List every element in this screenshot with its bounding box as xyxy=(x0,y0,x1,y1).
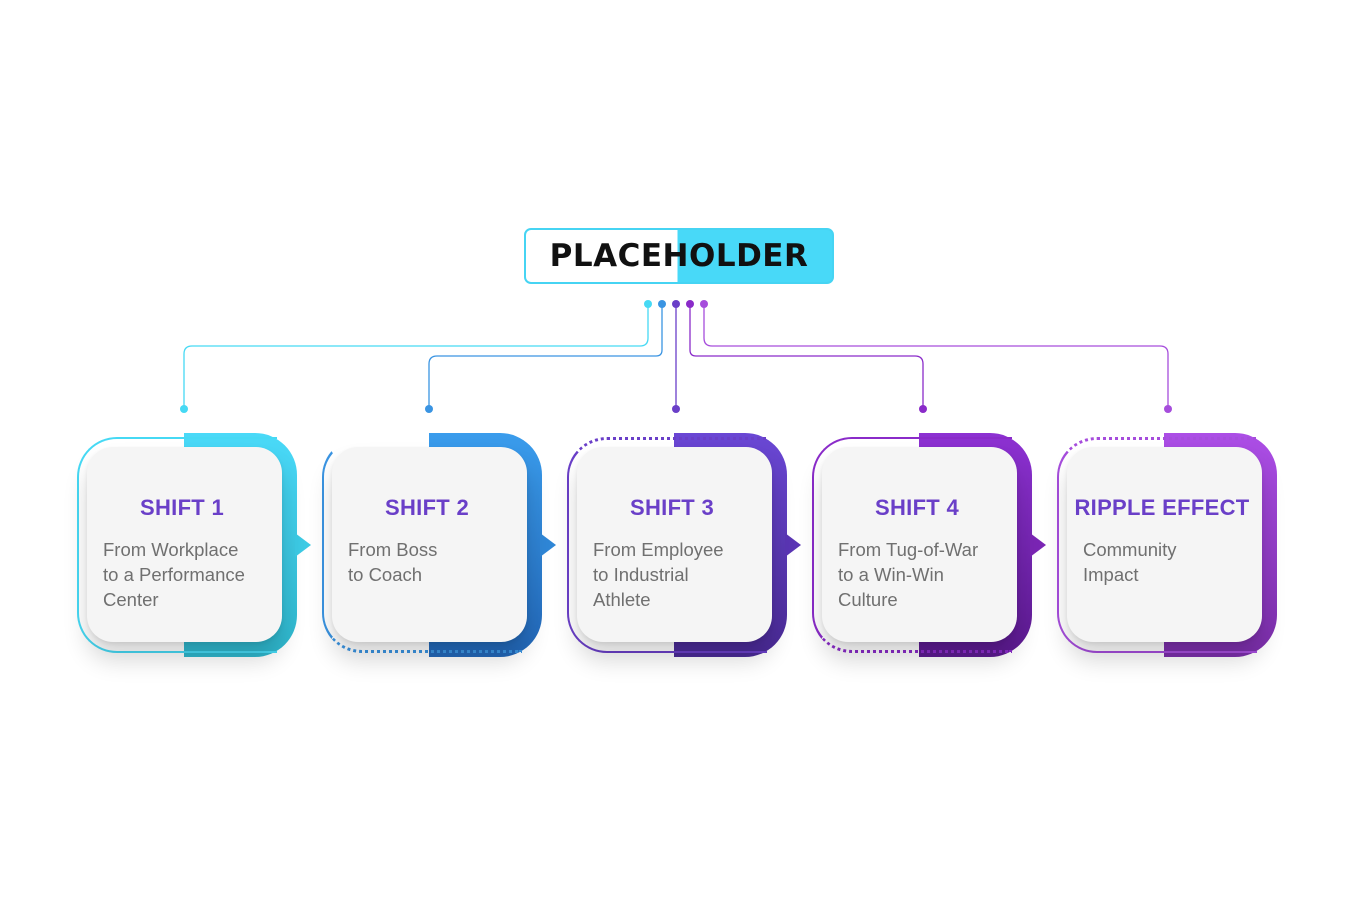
description-line: Community xyxy=(1083,539,1177,560)
connector-dot xyxy=(672,300,680,308)
step-card-shift-4: SHIFT 4 From Tug-of-War to a Win-Win Cul… xyxy=(812,433,1046,657)
card-description: From Tug-of-War to a Win-Win Culture xyxy=(838,537,1013,612)
connector-dot xyxy=(672,405,680,413)
arrow-right-icon xyxy=(540,533,556,557)
description-line: to Coach xyxy=(348,564,423,585)
connector-dot xyxy=(180,405,188,413)
connector-dot xyxy=(658,300,666,308)
description-line: to a Performance xyxy=(103,564,245,585)
card-panel: SHIFT 4 From Tug-of-War to a Win-Win Cul… xyxy=(822,447,1017,642)
card-heading: SHIFT 3 xyxy=(630,495,714,520)
connector-ripple xyxy=(703,304,1169,409)
step-card-shift-1: SHIFT 1 From Workplace to a Performance … xyxy=(77,433,311,657)
connector-dot xyxy=(700,300,708,308)
card-panel: SHIFT 3 From Employee to Industrial Athl… xyxy=(577,447,772,642)
connector-dot xyxy=(1164,405,1172,413)
step-card-ripple-effect: RIPPLE EFFECT Community Impact xyxy=(1057,433,1277,657)
arrow-right-icon xyxy=(785,533,801,557)
card-panel: RIPPLE EFFECT Community Impact xyxy=(1067,447,1262,642)
description-line: Center xyxy=(103,589,159,610)
description-line: Athlete xyxy=(593,589,651,610)
card-outline xyxy=(322,437,522,653)
connector-dot xyxy=(644,300,652,308)
description-line: to Industrial xyxy=(593,564,689,585)
card-heading: RIPPLE EFFECT xyxy=(1074,495,1250,520)
card-panel: SHIFT 2 From Boss to Coach xyxy=(332,447,527,642)
description-line: to a Win-Win xyxy=(838,564,944,585)
description-line: From Workplace xyxy=(103,539,239,560)
card-outline xyxy=(567,437,767,653)
card-description: From Employee to Industrial Athlete xyxy=(593,537,768,612)
card-outline xyxy=(812,437,1012,653)
card-heading: SHIFT 1 xyxy=(140,495,224,520)
step-card-shift-2: SHIFT 2 From Boss to Coach xyxy=(322,433,556,657)
card-heading: SHIFT 4 xyxy=(875,495,959,520)
description-line: From Boss xyxy=(348,539,438,560)
description-line: From Tug-of-War xyxy=(838,539,979,560)
connector-shift-2 xyxy=(428,304,663,409)
diagram-title: PLACEHOLDER xyxy=(549,238,809,274)
card-heading: SHIFT 2 xyxy=(385,495,469,520)
connector-shift-4 xyxy=(689,304,924,409)
card-description: Community Impact xyxy=(1083,537,1258,587)
arrow-right-icon xyxy=(295,533,311,557)
description-line: Impact xyxy=(1083,564,1139,585)
connector-shift-1 xyxy=(183,304,649,409)
card-description: From Boss to Coach xyxy=(348,537,523,587)
step-card-shift-3: SHIFT 3 From Employee to Industrial Athl… xyxy=(567,433,801,657)
card-outline xyxy=(1057,437,1257,653)
card-outline xyxy=(77,437,277,653)
card-panel: SHIFT 1 From Workplace to a Performance … xyxy=(87,447,282,642)
card-description: From Workplace to a Performance Center xyxy=(103,537,278,612)
connector-dot xyxy=(919,405,927,413)
connector-dot xyxy=(425,405,433,413)
title-box: PLACEHOLDER xyxy=(524,228,834,284)
description-line: From Employee xyxy=(593,539,724,560)
connector-dot xyxy=(686,300,694,308)
description-line: Culture xyxy=(838,589,898,610)
arrow-right-icon xyxy=(1030,533,1046,557)
